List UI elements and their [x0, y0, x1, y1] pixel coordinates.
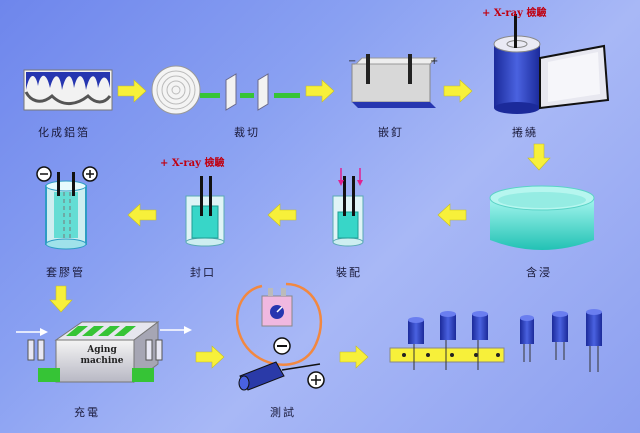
step-label-impregnation: 含浸 — [526, 266, 552, 279]
step-label-testing: 測試 — [270, 406, 296, 419]
sealing-case-icon — [185, 176, 225, 247]
finished-capacitors-icon — [520, 309, 602, 372]
arrow-sleeve-to-charge — [49, 285, 73, 313]
winding-roll-icon — [493, 14, 610, 114]
plus-terminal-icon — [82, 166, 98, 182]
step-label-cutting: 裁切 — [234, 126, 260, 139]
arrow-seal-to-sleeve — [127, 203, 157, 227]
cut-strips-icon — [200, 73, 300, 111]
step-label-etching: 化成鋁箔 — [38, 126, 90, 139]
finished-capacitors-board-icon — [389, 311, 505, 370]
aging-subtitle: machine — [80, 356, 124, 366]
svg-text:−: − — [348, 56, 356, 67]
arrow-impregnate-to-assemble — [437, 203, 467, 227]
arrow-charge-to-test — [195, 345, 225, 369]
arrow-test-to-finished — [339, 345, 369, 369]
assembly-case-icon — [332, 168, 364, 247]
step-label-sleeving: 套膠管 — [46, 266, 85, 279]
impregnation-tank-icon — [489, 185, 595, 250]
sleeve-capacitor-icon — [45, 172, 87, 250]
test-meter-icon — [235, 282, 323, 366]
step-label-winding: 捲繞 — [512, 126, 538, 139]
step-label-riveting: 嵌釘 — [378, 126, 404, 139]
aging-machine-label: Aging machine — [80, 345, 124, 367]
aging-machine-icon — [16, 321, 192, 383]
xray-inspection-label-top: + X-ray 檢驗 — [482, 8, 547, 19]
test-minus-icon — [273, 337, 291, 355]
etched-foil-icon — [23, 69, 113, 111]
arrow-foil-to-cut — [117, 79, 147, 103]
foil-roll-icon — [151, 65, 201, 115]
test-plus-icon — [307, 371, 325, 389]
aging-title: Aging — [87, 345, 117, 355]
arrow-assemble-to-seal — [267, 203, 297, 227]
step-label-sealing: 封口 — [190, 266, 216, 279]
svg-text:+: + — [430, 56, 438, 67]
minus-terminal-icon — [36, 166, 52, 182]
step-label-charging: 充電 — [74, 406, 100, 419]
riveting-plate-icon — [351, 54, 438, 108]
test-capacitor-icon — [238, 361, 321, 391]
step-label-assembly: 裝配 — [336, 266, 362, 279]
xray-inspection-label-mid: + X-ray 檢驗 — [160, 158, 225, 169]
arrow-wind-to-impregnate — [527, 143, 551, 171]
arrow-rivet-to-wind — [443, 79, 473, 103]
arrow-cut-to-rivet — [305, 79, 335, 103]
